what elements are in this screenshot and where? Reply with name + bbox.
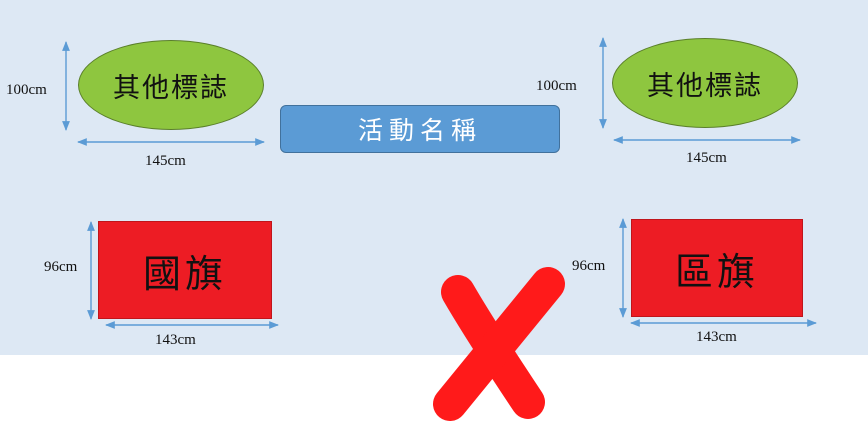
logo-right-width-label: 145cm <box>686 150 727 166</box>
logo-left-ellipse: 其他標誌 <box>78 40 264 130</box>
logo-right-ellipse: 其他標誌 <box>612 38 798 128</box>
national-flag-label: 國旗 <box>142 251 227 296</box>
logo-right-label: 其他標誌 <box>647 70 763 102</box>
national-flag-rectangle: 國旗 <box>98 221 272 319</box>
national-flag-width-label: 143cm <box>155 332 196 348</box>
national-flag-height-label: 96cm <box>44 259 78 275</box>
regional-flag-width-label: 143cm <box>696 329 737 345</box>
logo-left-label: 其他標誌 <box>113 72 229 104</box>
regional-flag-rectangle: 區旗 <box>631 219 803 317</box>
event-name-label: 活動名稱 <box>357 116 482 145</box>
event-name-banner: 活動名稱 <box>280 105 560 153</box>
logo-left-width-label: 145cm <box>145 153 186 169</box>
logo-right-height-label: 100cm <box>536 78 577 94</box>
regional-flag-label: 區旗 <box>674 249 759 294</box>
cross-mark-icon <box>433 267 565 421</box>
logo-left-height-label: 100cm <box>6 82 47 98</box>
regional-flag-height-label: 96cm <box>572 258 606 274</box>
